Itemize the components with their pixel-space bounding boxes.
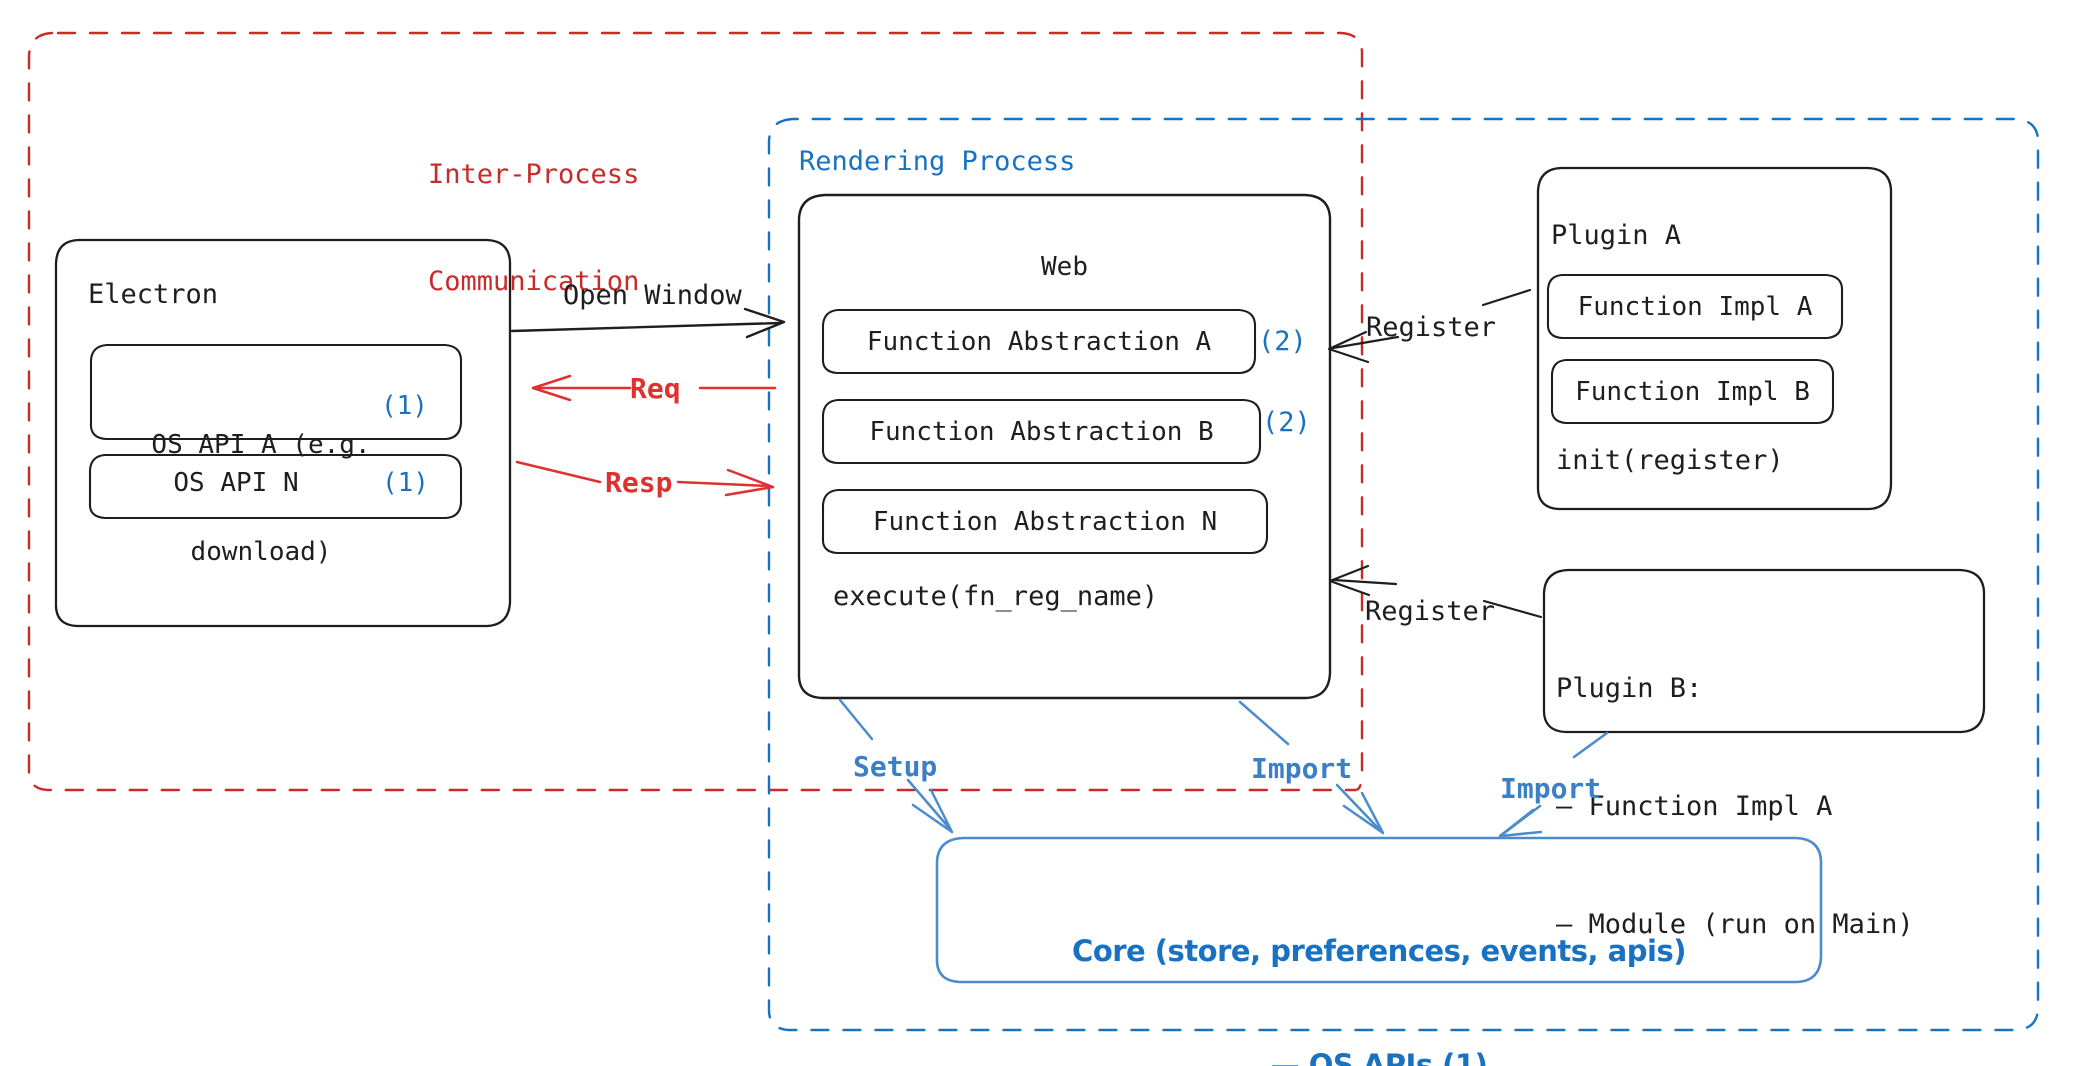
ipc-label-line2: Communication bbox=[428, 266, 640, 298]
plugin-b-content: Plugin B: — Function Impl A — Module (ru… bbox=[1556, 590, 1914, 1023]
import-left-arrow-label: Import bbox=[1251, 752, 1353, 785]
import-right-arrow-label: Import bbox=[1500, 772, 1602, 805]
ipc-container-outline bbox=[27, 31, 1364, 792]
req-arrow-label: Req bbox=[630, 372, 681, 405]
core-box-outline bbox=[935, 836, 1823, 984]
resp-arrow-label: Resp bbox=[605, 466, 673, 499]
os-api-a-label: OS API A (e.g. download) bbox=[111, 356, 411, 643]
function-impl-a-label: Function Impl A bbox=[1577, 292, 1813, 322]
rendering-process-container-outline bbox=[767, 117, 2040, 1032]
function-abstraction-n-label: Function Abstraction N bbox=[872, 507, 1218, 537]
os-api-a-box-outline bbox=[89, 343, 463, 441]
resp-arrow bbox=[515, 460, 775, 497]
plugin-b-line-2: — Module (run on Main) bbox=[1556, 909, 1914, 941]
register-top-arrow-label: Register bbox=[1366, 312, 1497, 343]
register-top-arrow bbox=[1327, 288, 1532, 364]
function-abstraction-b-box-outline bbox=[821, 398, 1262, 465]
core-line-1: Core (store, preferences, events, apis) bbox=[1072, 933, 1686, 968]
function-abstraction-n-box-outline bbox=[821, 488, 1269, 555]
register-bottom-arrow-label: Register bbox=[1365, 596, 1496, 627]
web-box-outline bbox=[797, 193, 1332, 700]
open-window-arrow-label: Open Window bbox=[563, 280, 742, 311]
web-title: Web bbox=[1041, 252, 1088, 282]
ipc-container-label: Inter-Process Communication bbox=[428, 86, 639, 371]
rendering-process-label: Rendering Process bbox=[799, 146, 1076, 177]
os-api-n-marker: (1) bbox=[382, 468, 429, 498]
plugin-a-init-label: init(register) bbox=[1556, 445, 1784, 476]
web-execute-label: execute(fn_reg_name) bbox=[833, 581, 1159, 612]
setup-arrow bbox=[838, 698, 954, 834]
electron-title: Electron bbox=[88, 279, 219, 310]
function-impl-b-label: Function Impl B bbox=[1575, 377, 1810, 407]
os-api-a-line1: OS API A (e.g. bbox=[151, 429, 371, 460]
function-impl-b-box-outline bbox=[1550, 358, 1835, 425]
function-abstraction-a-label: Function Abstraction A bbox=[866, 327, 1212, 357]
import-right-arrow bbox=[1498, 731, 1609, 838]
plugin-a-title: Plugin A bbox=[1551, 220, 1682, 251]
os-api-n-label: OS API N bbox=[173, 468, 299, 498]
plugin-a-box-outline bbox=[1536, 166, 1893, 511]
plugin-b-box-outline bbox=[1542, 568, 1986, 734]
electron-box-outline bbox=[54, 238, 512, 628]
function-impl-a-box-outline bbox=[1546, 273, 1844, 340]
core-line-2: — OS APIs (1) bbox=[1270, 1048, 1488, 1066]
function-abstraction-a-box-outline bbox=[821, 308, 1257, 375]
function-abstraction-b-marker: (2) bbox=[1262, 407, 1311, 438]
function-abstraction-a-marker: (2) bbox=[1258, 326, 1307, 357]
core-content: Core (store, preferences, events, apis) … bbox=[937, 855, 1821, 1066]
open-window-arrow bbox=[510, 307, 786, 339]
function-abstraction-b-label: Function Abstraction B bbox=[869, 417, 1214, 447]
os-api-a-marker: (1) bbox=[381, 391, 428, 421]
plugin-b-title: Plugin B: bbox=[1556, 672, 1703, 704]
req-arrow bbox=[531, 374, 777, 402]
ipc-label-line1: Inter-Process bbox=[428, 159, 640, 191]
import-left-arrow bbox=[1238, 700, 1385, 835]
plugin-b-line-1: — Function Impl A bbox=[1556, 791, 1833, 823]
os-api-a-line2: download) bbox=[190, 537, 332, 568]
setup-arrow-label: Setup bbox=[853, 750, 938, 783]
os-api-n-box-outline bbox=[88, 453, 463, 520]
register-bottom-arrow bbox=[1328, 564, 1543, 619]
